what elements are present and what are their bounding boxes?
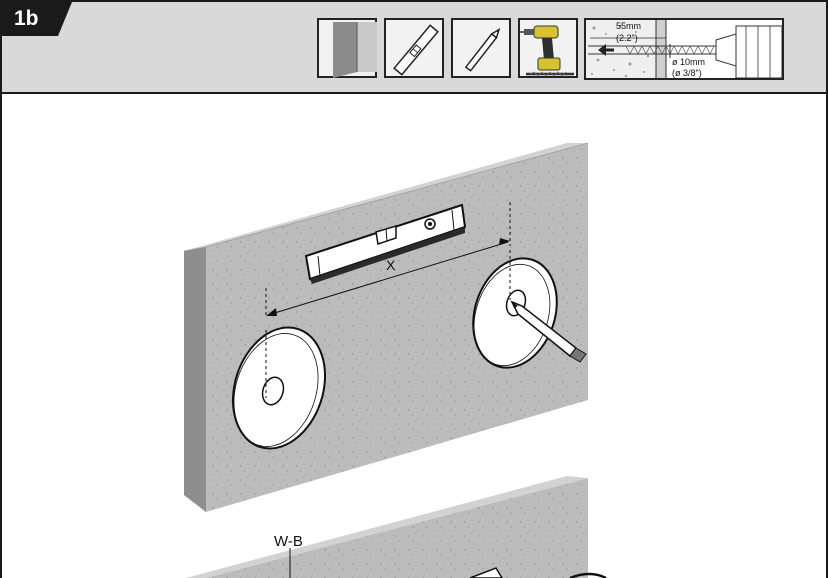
- wall-panel-lower: [186, 476, 607, 578]
- drill-depth-diagram: 55mm (2.2") ø 10mm (ø 3/8"): [584, 18, 784, 80]
- drill-depth-imperial: (2.2"): [616, 33, 638, 43]
- spirit-level-on-wall: [304, 203, 467, 284]
- drill-template-left: [231, 326, 327, 450]
- dimension-line-x: [265, 202, 511, 318]
- drill-diameter-metric: ø 10mm: [672, 57, 706, 67]
- spirit-level-icon: [384, 18, 444, 78]
- pencil-icon: [451, 18, 511, 78]
- page-border-left: [0, 0, 2, 578]
- step-badge: 1b: [2, 2, 72, 36]
- wall-mounting-illustration: [183, 142, 607, 578]
- drill-diameter-imperial: (ø 3/8"): [672, 68, 702, 78]
- part-callout-label: W-B: [274, 533, 303, 550]
- page-border-right: [826, 0, 828, 578]
- step-number: 1b: [14, 7, 39, 30]
- pencil-marking: [510, 300, 587, 363]
- wall-icon: [317, 18, 377, 78]
- dimension-label-x: X: [386, 257, 396, 273]
- page-border-top: [0, 0, 828, 2]
- cordless-drill-icon: [518, 18, 578, 78]
- drill-depth-metric: 55mm: [616, 21, 642, 31]
